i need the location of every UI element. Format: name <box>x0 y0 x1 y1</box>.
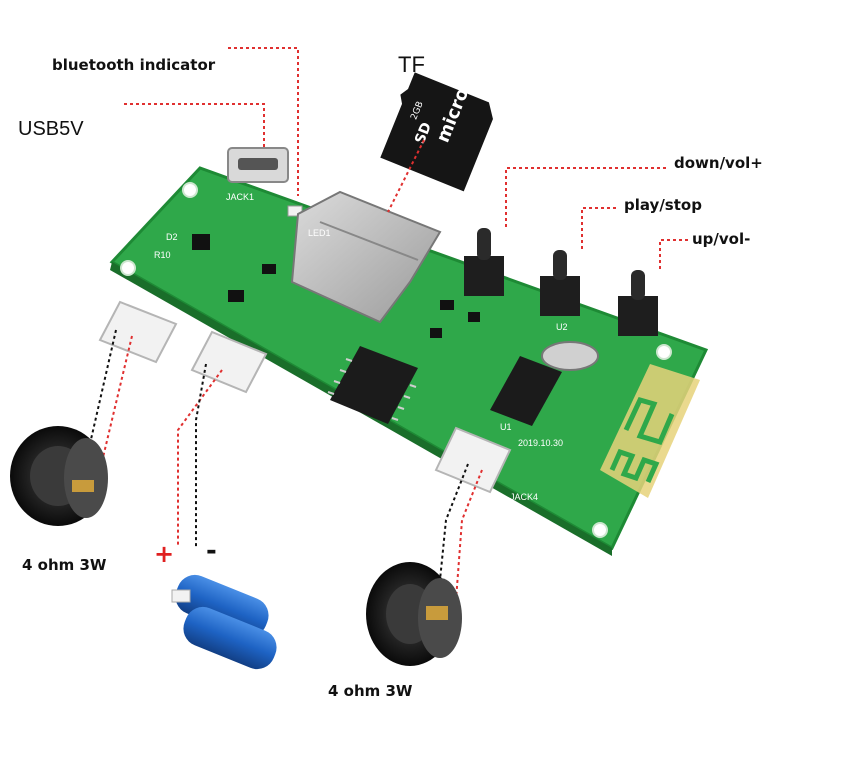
mount-hole <box>656 344 672 360</box>
bluetooth-indicator-label: bluetooth indicator <box>52 56 216 74</box>
silk-jack4: JACK4 <box>510 492 538 502</box>
leader-lines <box>124 47 688 270</box>
bluetooth-antenna <box>600 364 700 498</box>
silk-u2: U2 <box>556 322 568 332</box>
silk-jack1: JACK1 <box>226 192 254 202</box>
leader-tf <box>387 139 425 213</box>
minus-label: - <box>206 536 217 566</box>
sd-brand-2: SD <box>412 120 435 146</box>
plus-label: + <box>154 540 175 568</box>
chip-left <box>327 346 418 424</box>
silk-led1: LED1 <box>308 228 331 238</box>
silk-date: 2019.10.30 <box>518 438 563 448</box>
connector-speaker-left <box>98 300 178 364</box>
button-down-vol <box>464 228 504 296</box>
up-vol-label: up/vol- <box>692 230 751 248</box>
battery-pack <box>171 574 277 670</box>
chip-right <box>490 356 562 426</box>
play-stop-label: play/stop <box>624 196 702 214</box>
mount-hole <box>182 182 198 198</box>
usb-port <box>227 147 289 183</box>
speaker-bottom-label: 4 ohm 3W <box>328 682 413 700</box>
connector-battery <box>190 330 268 394</box>
smd-components <box>192 234 480 338</box>
speaker-left <box>10 426 108 526</box>
mount-hole <box>120 260 136 276</box>
micro-sd-card: micro SD 2GB <box>380 72 493 192</box>
mount-hole <box>592 522 608 538</box>
crystal-oscillator <box>541 341 599 371</box>
silk-r10: R10 <box>154 250 171 260</box>
leader-play-stop <box>581 207 616 250</box>
sd-card-slot <box>290 190 442 324</box>
button-up-vol <box>618 270 658 336</box>
silk-jack3: JACK3 <box>262 396 290 406</box>
leader-bluetooth <box>228 47 299 196</box>
usb-label: USB5V <box>18 118 84 140</box>
speaker-bottom <box>366 562 462 666</box>
leader-down-vol <box>505 167 666 228</box>
speaker-left-label: 4 ohm 3W <box>22 556 107 574</box>
silk-d2: D2 <box>166 232 178 242</box>
leader-usb <box>124 103 265 150</box>
down-vol-label: down/vol+ <box>674 154 763 172</box>
button-play-stop <box>540 250 580 316</box>
tf-label: TF <box>398 52 425 77</box>
leader-up-vol <box>659 239 688 270</box>
silk-c21: C21 <box>380 440 397 450</box>
connector-speaker-right <box>434 426 512 494</box>
silk-u1: U1 <box>500 422 512 432</box>
silk-c20: C20 <box>384 454 401 464</box>
